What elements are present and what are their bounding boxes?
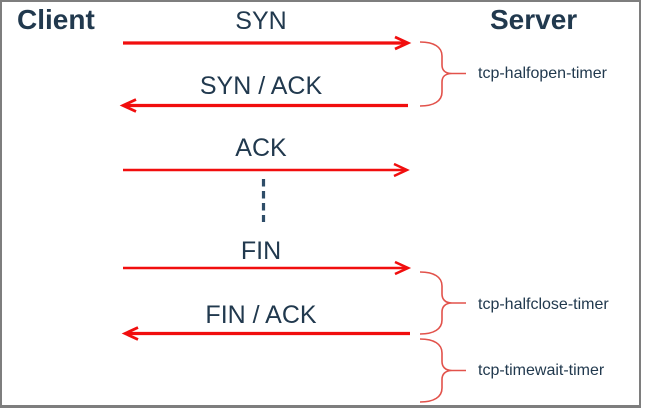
halfclose-timer-brace-icon (419, 271, 466, 335)
ack-arrow-icon (123, 162, 410, 178)
fin-arrow-icon (123, 260, 412, 276)
timewait-timer-brace-icon (419, 338, 466, 403)
message-label-ack: ACK (235, 134, 287, 162)
message-label-fin: FIN (240, 237, 282, 265)
timer-label-halfclose: tcp-halfclose-timer (478, 296, 609, 313)
actor-server-label: Server (490, 4, 578, 35)
halfopen-timer-brace-icon (419, 41, 466, 107)
timer-label-halfopen: tcp-halfopen-timer (478, 65, 607, 82)
fin-ack-arrow-icon (121, 326, 410, 341)
message-label-syn-ack: SYN / ACK (199, 72, 323, 100)
actor-client-label: Client (17, 4, 95, 35)
timer-label-timewait: tcp-timewait-timer (478, 362, 605, 379)
message-label-fin-ack: FIN / ACK (205, 301, 317, 329)
message-label-syn: SYN (235, 7, 287, 35)
syn-arrow-icon (123, 35, 412, 51)
syn-ack-arrow-icon (119, 98, 408, 113)
